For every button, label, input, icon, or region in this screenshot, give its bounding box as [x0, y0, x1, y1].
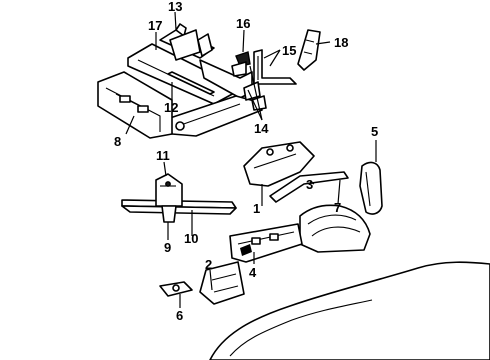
callout-15: 15	[282, 43, 296, 58]
callout-labels: 1 2 3 4 5 6 7 8 9 10 11 12 13 14 15 16 1…	[114, 0, 378, 323]
callout-3: 3	[306, 177, 313, 192]
callout-10: 10	[184, 231, 198, 246]
side-panel	[359, 161, 383, 215]
callout-11: 11	[156, 148, 170, 163]
callout-17: 17	[148, 18, 162, 33]
callout-5: 5	[371, 124, 378, 139]
callout-8: 8	[114, 134, 121, 149]
callout-14: 14	[254, 121, 269, 136]
fender	[209, 261, 490, 360]
leader-lines	[125, 11, 377, 308]
callout-7: 7	[334, 200, 341, 215]
callout-9: 9	[164, 240, 171, 255]
front-frame-assembly	[97, 23, 321, 139]
callout-13: 13	[168, 0, 182, 14]
callout-12: 12	[164, 100, 178, 115]
small-bracket	[159, 281, 193, 297]
crossmember-assembly	[121, 173, 237, 223]
callout-2: 2	[205, 257, 212, 272]
callout-18: 18	[334, 35, 348, 50]
callout-6: 6	[176, 308, 183, 323]
wheelhouse-assembly	[229, 141, 371, 263]
callout-16: 16	[236, 16, 250, 31]
splash-shield	[199, 261, 245, 305]
callout-1: 1	[253, 201, 260, 216]
callout-4: 4	[249, 265, 257, 280]
